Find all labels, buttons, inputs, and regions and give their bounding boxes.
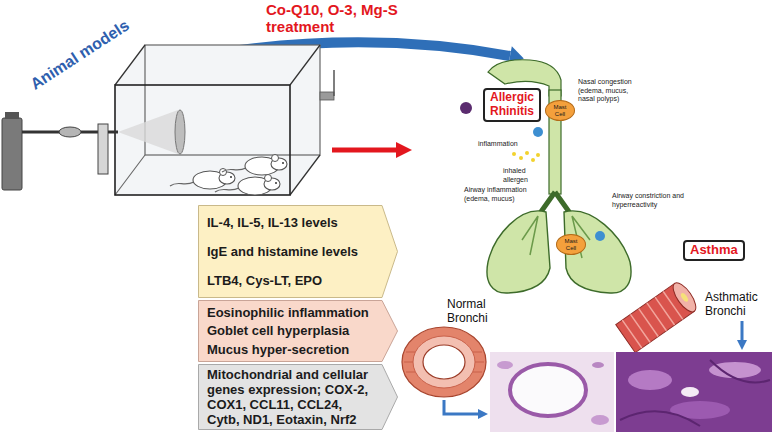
outcome-chevron: Eosinophilic inflammationGoblet cell hyp… <box>198 300 398 362</box>
tissue-spot <box>592 362 604 368</box>
muscle-ring <box>402 327 486 397</box>
mice <box>170 155 287 196</box>
tissue-spot <box>497 361 513 369</box>
asthmatic-micrograph <box>616 352 772 432</box>
annotation: inhaled allergen <box>503 167 545 184</box>
allergen-dot <box>525 151 529 155</box>
red-arrow <box>332 148 398 153</box>
histology-micrographs <box>490 352 772 432</box>
tissue-patch <box>709 362 761 378</box>
muscle-stripes <box>622 291 682 348</box>
outcome-chevron: Mitochondrial and cellular genes express… <box>198 364 398 430</box>
left-lung <box>487 211 550 293</box>
tube-end <box>669 279 700 315</box>
cell-dot <box>595 231 605 241</box>
exposure-chamber <box>115 45 334 195</box>
asthmatic-bronchi <box>616 279 700 352</box>
node-text: Mucus hyper-secretion <box>207 342 378 357</box>
mouse <box>170 169 235 190</box>
node-text: LTB4, Cys-LT, EPO <box>207 273 378 288</box>
cell-dot <box>460 102 472 114</box>
mast-cell: Mast Cell <box>545 100 575 121</box>
tube <box>81 131 98 134</box>
narrow-lumen <box>680 292 690 303</box>
allergen-dot <box>519 156 523 160</box>
normal-micrograph <box>490 352 614 432</box>
arrow-head <box>396 142 412 158</box>
arrow-head <box>737 340 747 350</box>
spray-front <box>175 110 185 154</box>
airway-illustration <box>460 60 631 293</box>
node-text: Asthma <box>690 243 738 258</box>
node-text: Mast Cell <box>564 238 577 251</box>
tissue-streak <box>620 360 770 426</box>
blue-arrow <box>741 321 744 341</box>
outcome-chevron: IL-4, IL-5, IL-13 levelsIgE and histamin… <box>198 205 398 298</box>
chevron-outline <box>199 301 398 362</box>
treatment-label: Co-Q10, O-3, Mg-S treatment <box>266 1 426 35</box>
chamber-edge <box>290 155 320 195</box>
mouse <box>215 175 280 196</box>
disease-box: Allergic Rhinitis <box>483 88 541 122</box>
chamber-fill <box>115 45 320 195</box>
nebulizer <box>2 110 185 190</box>
airway-lumen <box>510 364 586 416</box>
mucosa-ring <box>413 336 475 388</box>
chamber-outlet <box>320 92 334 100</box>
spray-cone <box>118 110 178 154</box>
nebulizer-body <box>2 118 22 190</box>
tissue-patch <box>628 370 672 390</box>
cell-dot <box>533 127 543 137</box>
mouse <box>222 155 287 176</box>
node-text: Mitochondrial and cellular genes express… <box>207 367 378 427</box>
outlet-pipe <box>333 70 335 96</box>
valve <box>59 127 81 137</box>
lumen <box>423 345 465 379</box>
allergen-dot <box>536 153 540 157</box>
node-text: Allergic Rhinitis <box>490 91 534 119</box>
annotation: Nasal congestion (edema, mucus, nasal po… <box>578 78 640 104</box>
airway-tube <box>616 283 694 352</box>
chamber-edge <box>290 45 320 85</box>
node-text: Mast Cell <box>553 104 566 117</box>
chamber-edge <box>115 45 145 85</box>
chamber-edge <box>115 155 145 195</box>
tube <box>22 131 60 134</box>
blue-arrow <box>444 400 479 414</box>
vial <box>98 124 108 174</box>
mast-cell: Mast Cell <box>556 234 586 255</box>
nebulizer-cap <box>5 112 19 119</box>
narrow-lumen <box>681 387 699 397</box>
annotation: Airway constriction and hyperreactivity <box>612 192 690 209</box>
chevron-outline <box>199 365 398 430</box>
node-text: IgE and histamine levels <box>207 244 378 259</box>
arrow-head <box>478 409 488 419</box>
annotation: Airway inflammation (edema, mucus) <box>464 186 536 203</box>
allergen-dot <box>512 152 516 156</box>
tissue-spot <box>591 415 609 425</box>
tube <box>108 131 118 134</box>
normal-bronchi <box>402 327 486 397</box>
bronchioles <box>522 216 590 258</box>
chevron-outline <box>199 206 398 298</box>
disease-box: Asthma <box>683 240 745 261</box>
annotation: inflammation <box>478 140 518 149</box>
node-text: Goblet cell hyperplasia <box>207 323 378 338</box>
chamber-front <box>115 85 290 195</box>
node-text: IL-4, IL-5, IL-13 levels <box>207 215 378 230</box>
bronchi-label: Asthmatic Bronchi <box>705 290 773 318</box>
bronchi-label: Normal Bronchi <box>447 297 501 325</box>
node-text: Eosinophilic inflammation <box>207 305 378 320</box>
allergen-dot <box>531 158 535 162</box>
